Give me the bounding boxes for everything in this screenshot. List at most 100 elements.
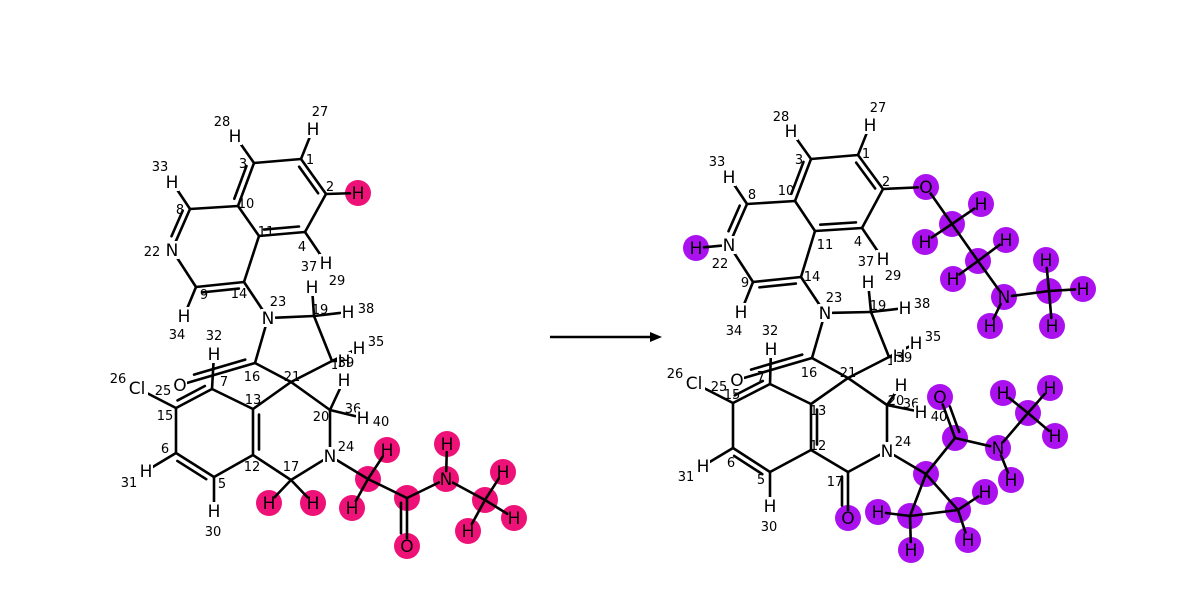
atom-symbol: H	[208, 502, 221, 522]
highlight-disk	[955, 527, 981, 553]
atom-index: 5	[218, 477, 226, 492]
highlight-disk	[835, 505, 861, 531]
atom-label-bg	[818, 304, 832, 322]
atom-symbol: H	[352, 184, 365, 204]
atom-symbol: H	[178, 307, 191, 327]
atom-symbol: H	[307, 120, 320, 140]
atom-index: 40	[931, 410, 948, 425]
atom-symbol: H	[690, 239, 703, 259]
single-bond	[1045, 266, 1051, 293]
single-bond	[289, 359, 334, 384]
single-bond	[328, 385, 342, 412]
atom-symbol: H	[723, 168, 736, 188]
atom-label-bg	[207, 345, 221, 363]
atom-label-bg	[763, 497, 777, 515]
atom-index: 10	[778, 184, 795, 199]
single-bond	[846, 376, 889, 407]
highlight-disk	[927, 384, 953, 410]
atom-index: 38	[358, 302, 375, 317]
double-bond	[186, 358, 257, 385]
single-bond	[768, 382, 813, 406]
single-bond	[881, 186, 920, 191]
single-bond	[702, 244, 723, 249]
atom-index: 7	[220, 375, 228, 390]
atom-symbol: H	[919, 233, 932, 253]
atom-index: 27	[312, 105, 329, 120]
atom-index: 17	[283, 460, 300, 475]
atom-symbol: H	[320, 254, 333, 274]
single-bond	[289, 478, 309, 499]
single-bond	[908, 508, 960, 518]
atom-label-bg	[880, 442, 894, 460]
atom-label-bg	[337, 371, 351, 389]
atom-index: 15	[157, 409, 174, 424]
double-bond	[399, 496, 409, 540]
atom-symbol: N	[992, 439, 1005, 459]
atom-index: 9	[741, 276, 749, 291]
bond-layer	[145, 131, 1077, 544]
atom-index: 23	[270, 295, 287, 310]
single-bond	[175, 255, 198, 289]
double-bond	[941, 403, 961, 440]
single-bond	[976, 259, 1001, 292]
atom-index: 39	[896, 351, 913, 366]
atom-label-bg	[341, 303, 355, 321]
double-bond	[743, 353, 814, 380]
atom-index: 17	[827, 475, 844, 490]
atom-label-bg	[261, 309, 275, 327]
atom-symbol: Cl	[686, 374, 703, 394]
atom-label-bg	[861, 273, 875, 291]
atom-index: 5	[757, 473, 765, 488]
double-bond	[174, 451, 216, 481]
atom-index: 24	[895, 435, 912, 450]
highlight-disk	[501, 505, 527, 531]
single-bond	[732, 182, 749, 206]
single-bond	[483, 498, 509, 516]
highlight-disk	[683, 235, 709, 261]
single-bond	[175, 187, 192, 211]
atom-index: 1	[862, 147, 870, 162]
highlight-disk	[913, 174, 939, 200]
single-bond	[702, 386, 735, 405]
atom-symbol: H	[764, 497, 777, 517]
atom-label-bg	[876, 250, 890, 268]
single-bond	[768, 355, 773, 386]
atom-index: 4	[854, 235, 862, 250]
single-bond	[252, 157, 303, 165]
atom-label-bg	[207, 502, 221, 520]
atom-label-bg	[696, 457, 710, 475]
atom-symbol: H	[166, 173, 179, 193]
single-bond	[242, 234, 261, 284]
single-bond	[867, 288, 873, 314]
double-bond	[840, 470, 850, 512]
atom-symbol: H	[1049, 427, 1062, 447]
atom-symbol: H	[735, 303, 748, 323]
atom-label-bg	[305, 278, 319, 296]
reaction-arrow	[550, 332, 662, 342]
atom-index: 13	[245, 393, 262, 408]
single-bond	[251, 453, 293, 482]
atom-index: 28	[214, 115, 231, 130]
atom-label-bg	[722, 168, 736, 186]
atom-label-bg	[683, 374, 705, 392]
atom-index: 25	[155, 384, 172, 399]
highlight-disk	[977, 313, 1003, 339]
atom-symbol: O	[400, 537, 413, 557]
single-bond	[444, 450, 449, 473]
double-bond	[727, 202, 749, 239]
single-bond	[810, 319, 825, 360]
atom-index: 37	[858, 255, 875, 270]
single-bond	[274, 314, 316, 319]
single-bond	[451, 481, 487, 502]
atom-label-bg	[126, 379, 148, 397]
single-bond	[999, 454, 1010, 474]
atom-index: 27	[870, 101, 887, 116]
atom-index: 7	[757, 370, 765, 385]
atom-symbol: H	[1044, 379, 1057, 399]
single-bond	[976, 243, 1001, 263]
atom-symbol: N	[881, 442, 894, 462]
double-bond	[751, 275, 803, 289]
atom-index: 35	[925, 330, 942, 345]
atom-label-bg	[909, 334, 923, 352]
